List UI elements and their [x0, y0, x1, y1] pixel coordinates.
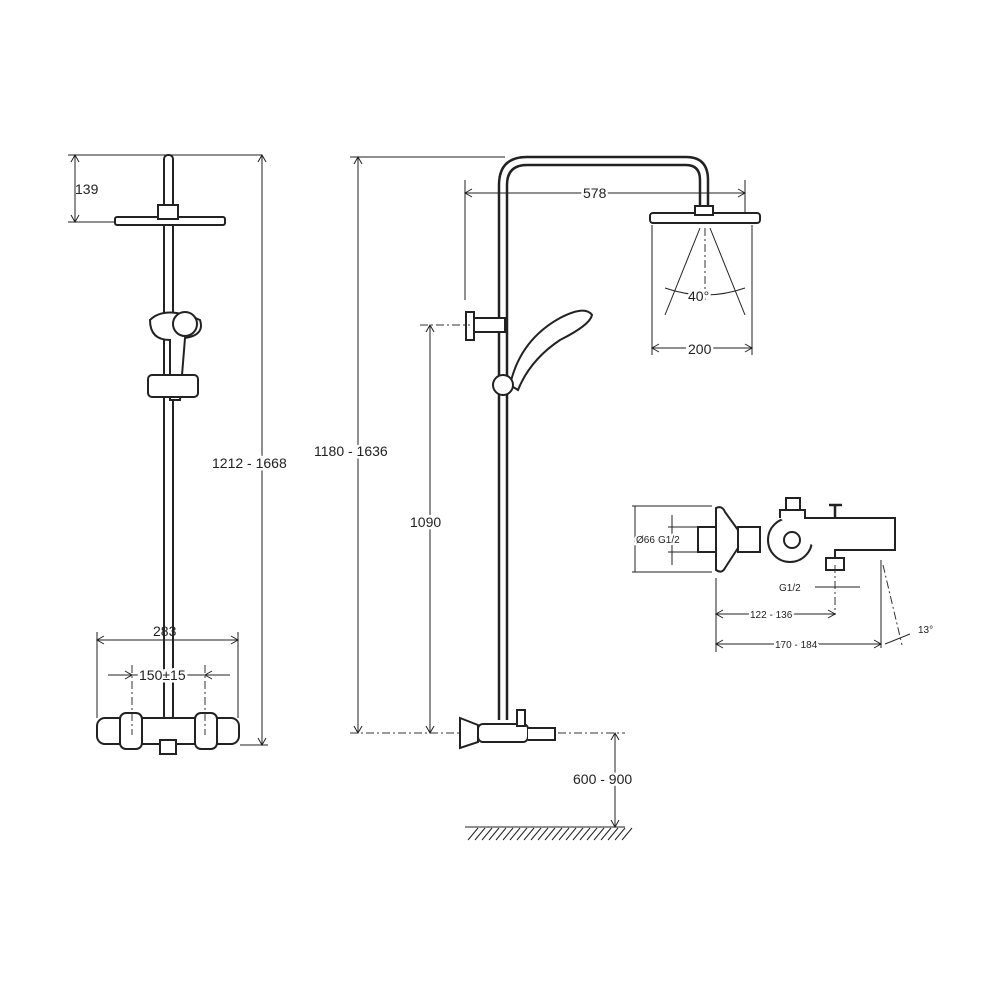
dim-mixer-height: 1090 — [410, 514, 441, 530]
side-view — [350, 155, 761, 841]
hatch-line — [467, 827, 479, 841]
dim-inlet-thread: G1/2 — [658, 535, 680, 546]
dim-arm-reach: 578 — [583, 185, 607, 201]
hatch-line — [495, 827, 507, 841]
dim-total-height-left: 1212 - 1668 — [212, 455, 287, 471]
mixer-detail — [632, 497, 911, 652]
hatch-line — [600, 827, 612, 841]
hatch-line — [516, 827, 528, 841]
hatch-line — [586, 827, 598, 841]
hatch-line — [593, 827, 605, 841]
dim-head-diameter: 200 — [688, 341, 712, 357]
dim-mixer-width: 283 — [153, 623, 177, 639]
dim-total-height-mid: 1180 - 1636 — [314, 443, 388, 459]
hatch-line — [614, 827, 626, 841]
hatch-line — [530, 827, 542, 841]
dim-flange-diameter: Ø66 — [636, 535, 655, 546]
dim-head-drop: 139 — [75, 181, 99, 197]
hatch-line — [572, 827, 584, 841]
hatch-line — [474, 827, 486, 841]
hatch-line — [579, 827, 591, 841]
hatch-line — [481, 827, 493, 841]
dim-floor-to-mixer: 600 - 900 — [573, 771, 632, 787]
hatch-line — [509, 827, 521, 841]
hatch-line — [607, 827, 619, 841]
front-view — [68, 153, 268, 755]
dim-outlet-distance: 122 - 136 — [750, 610, 793, 621]
hatch-line — [523, 827, 535, 841]
hatch-line — [621, 827, 633, 841]
dim-inlet-spacing: 150±15 — [139, 667, 186, 683]
hatch-line — [558, 827, 570, 841]
hatch-line — [565, 827, 577, 841]
hatch-line — [488, 827, 500, 841]
dim-spout-angle: 13° — [918, 625, 933, 636]
hatch-line — [551, 827, 563, 841]
dim-spray-angle: 40° — [688, 288, 709, 304]
dim-outlet-thread: G1/2 — [779, 583, 801, 594]
hatch-line — [502, 827, 514, 841]
floor-hatch — [467, 827, 633, 841]
dim-spout-length: 170 - 184 — [775, 640, 818, 651]
hatch-line — [544, 827, 556, 841]
hatch-line — [537, 827, 549, 841]
